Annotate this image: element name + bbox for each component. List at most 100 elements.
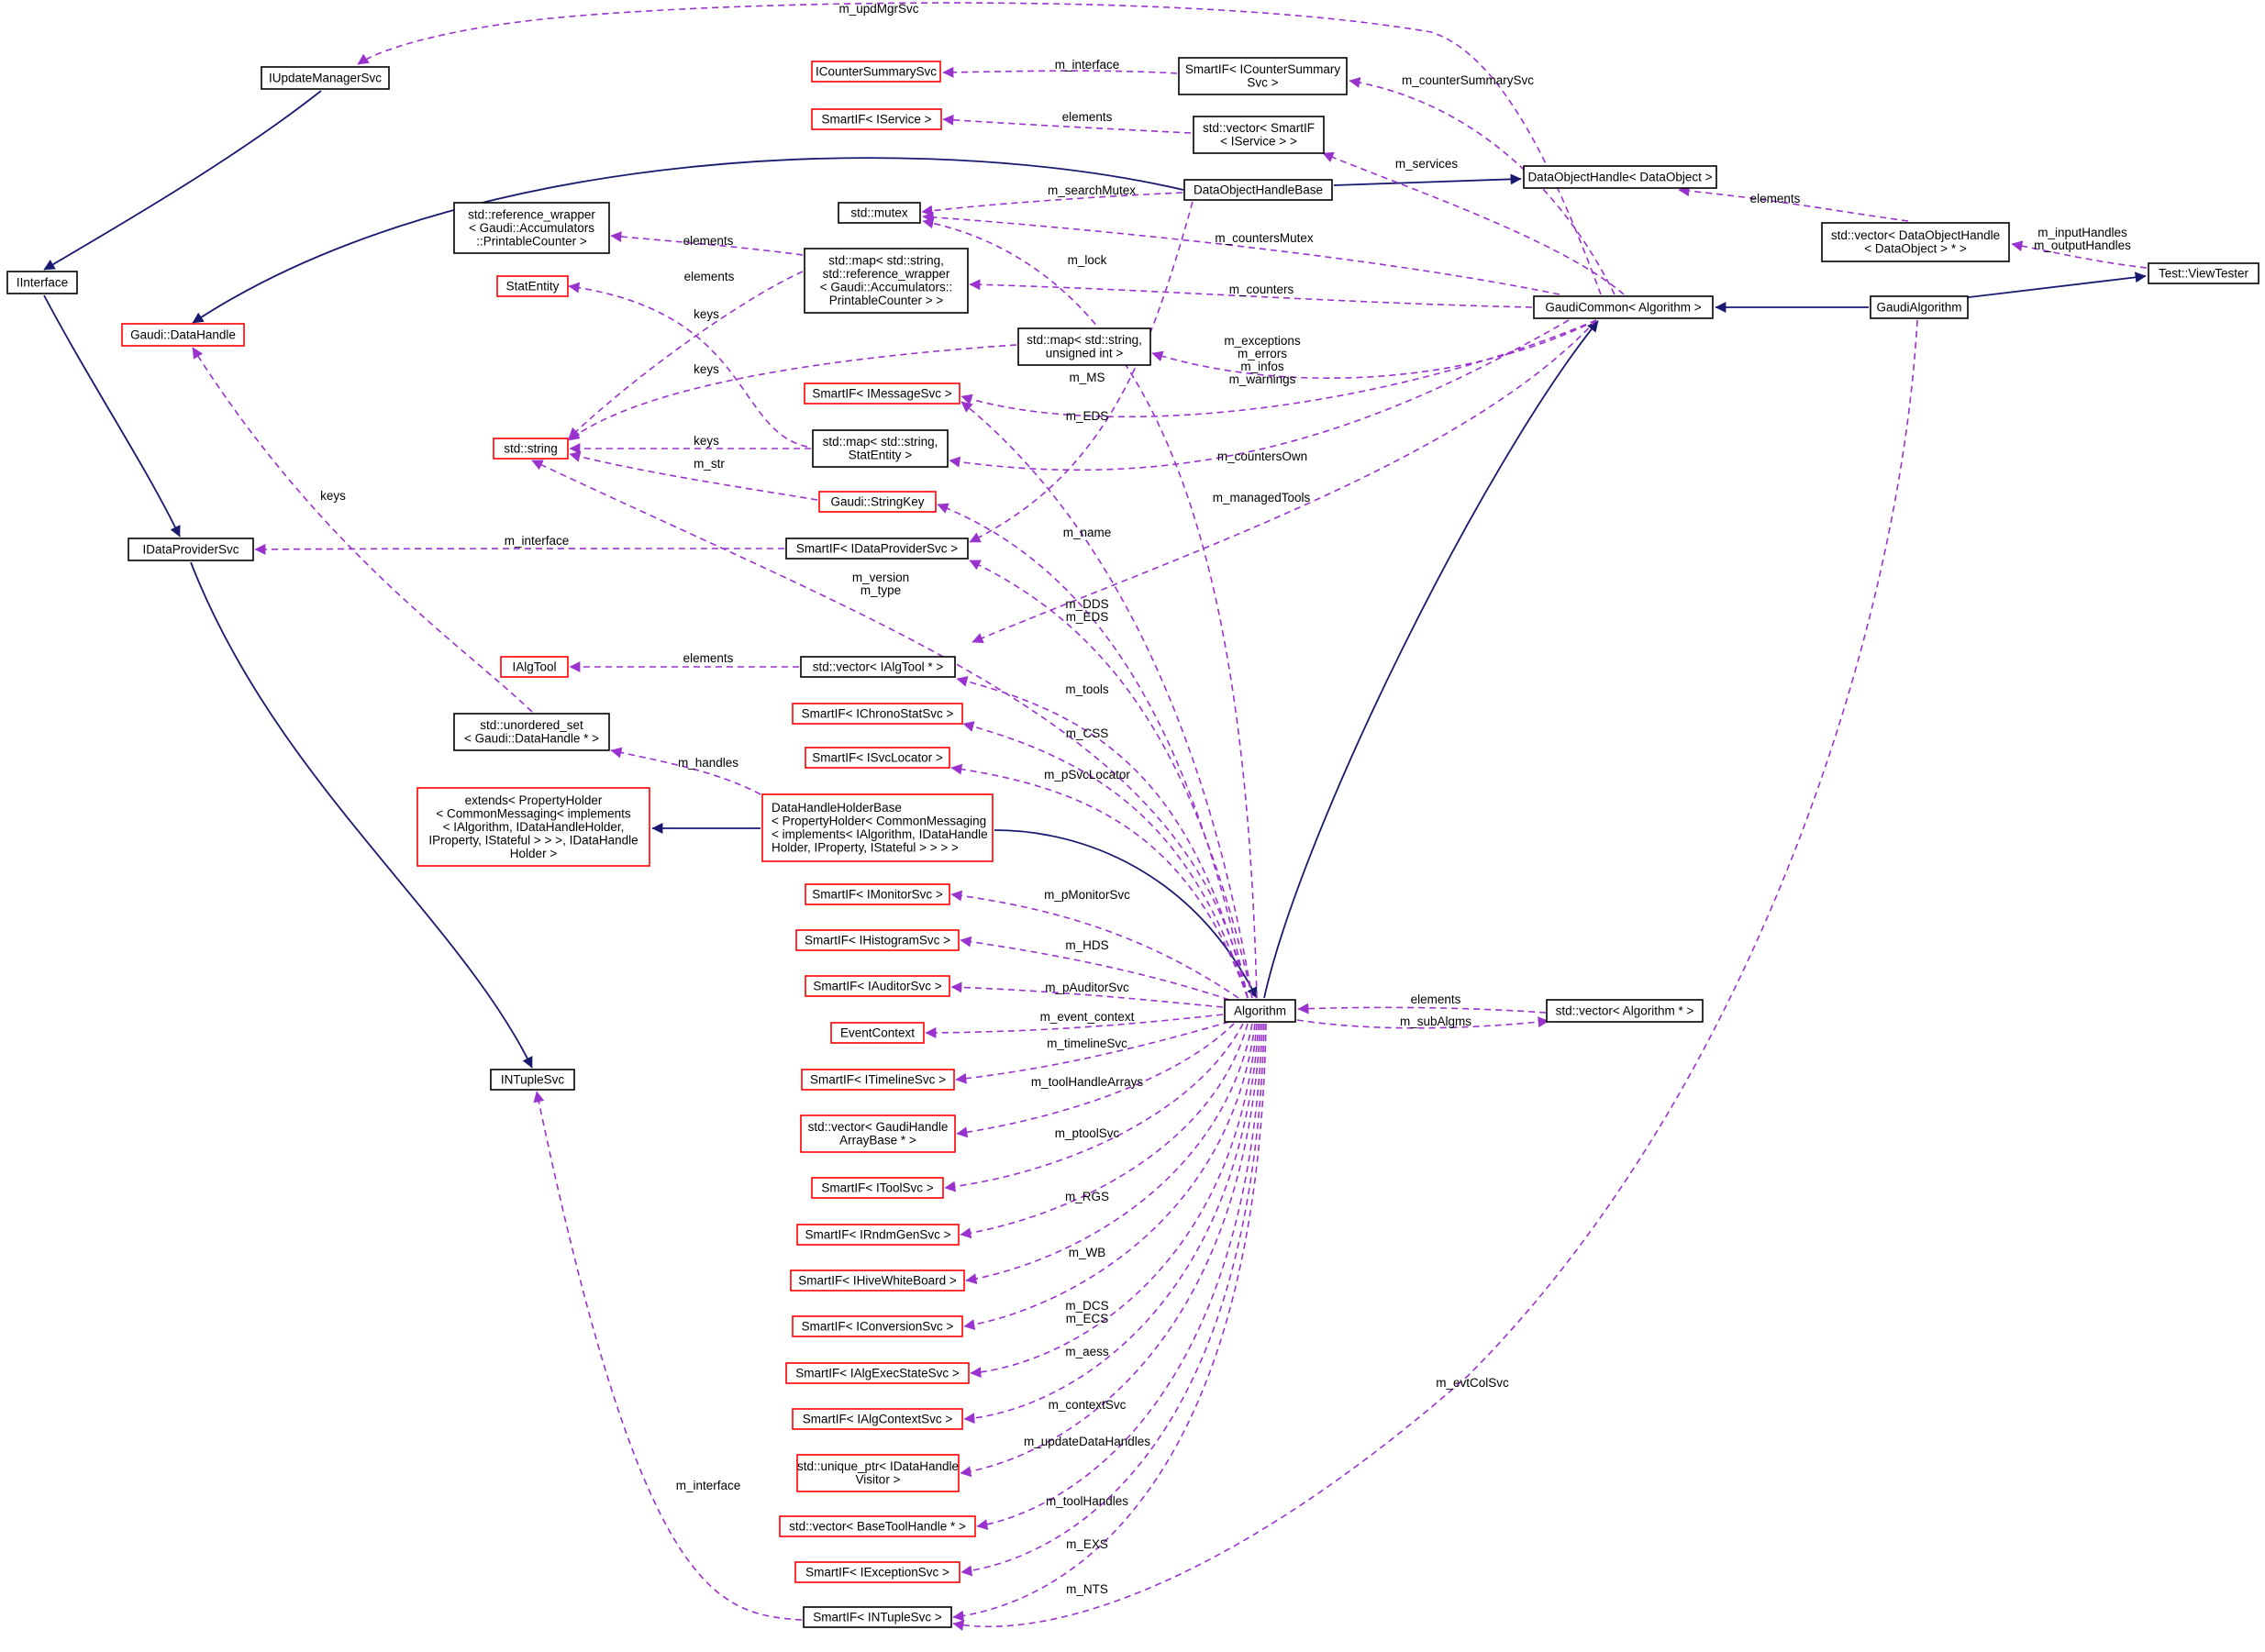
- node-box: [794, 1561, 960, 1583]
- node-label: SmartIF< IDataProviderSvc >: [796, 541, 958, 555]
- node-box: [792, 703, 963, 725]
- edge-label-smartif_intuple-to-algorithm: m_NTS: [1066, 1582, 1108, 1596]
- node-vec_dataobjhandle[interactable]: std::vector< DataObjectHandle< DataObjec…: [1821, 222, 2010, 262]
- node-map_statentity[interactable]: std::map< std::string,StatEntity >: [812, 429, 949, 468]
- usage-edge-vec_basetoolhandle-to-algorithm: [976, 1023, 1263, 1531]
- node-label: SmartIF< IMonitorSvc >: [812, 887, 943, 901]
- node-smartif_isvclocator[interactable]: SmartIF< ISvcLocator >: [805, 747, 950, 769]
- edge-label-unordered_set-to-datahandleholderbase: m_handles: [678, 756, 738, 770]
- usage-edge-refwrapper-to-map_refwrapper: [610, 231, 804, 256]
- usage-edge-smartif_ialgcontext-to-algorithm: [963, 1023, 1260, 1425]
- node-vec_algorithm[interactable]: std::vector< Algorithm * >: [1546, 999, 1704, 1023]
- node-label: SmartIF< IHiveWhiteBoard >: [798, 1273, 957, 1287]
- node-box: [805, 975, 950, 997]
- edge-label-map_refwrapper-to-gaudicommon: m_counters: [1229, 283, 1294, 296]
- edge-label-stringkey-to-algorithm: m_name: [1063, 526, 1112, 539]
- node-label: Gaudi::DataHandle: [130, 327, 236, 341]
- edge-label-stdstring-to-map_uint: keys: [694, 362, 719, 376]
- node-smartif_iauditor[interactable]: SmartIF< IAuditorSvc >: [805, 975, 950, 997]
- node-icountersummary[interactable]: ICounterSummarySvc: [811, 61, 941, 83]
- node-label: SmartIF< IToolSvc >: [821, 1181, 933, 1194]
- node-label: SmartIF< IHistogramSvc >: [805, 933, 950, 947]
- node-extends_propholder[interactable]: extends< PropertyHolder< CommonMessaging…: [416, 787, 650, 867]
- usage-edge-smartif_imessage-to-algorithm: [960, 401, 1253, 999]
- node-dataobjhandle[interactable]: DataObjectHandle< DataObject >: [1523, 165, 1717, 189]
- node-smartif_imonitor[interactable]: SmartIF< IMonitorSvc >: [805, 883, 950, 905]
- node-box: [803, 1606, 952, 1628]
- node-label: IDataProviderSvc: [142, 542, 239, 556]
- node-vec_smartif_iservice[interactable]: std::vector< SmartIF< IService > >: [1193, 116, 1325, 154]
- node-label: SmartIF< IChronoStatSvc >: [802, 706, 954, 720]
- node-smartif_ihistogram[interactable]: SmartIF< IHistogramSvc >: [795, 929, 960, 951]
- node-smartif_itool[interactable]: SmartIF< IToolSvc >: [811, 1177, 944, 1199]
- node-ialgtool[interactable]: IAlgTool: [500, 656, 569, 678]
- node-iinterface[interactable]: IInterface: [6, 271, 78, 294]
- node-label: < CommonMessaging< implements: [436, 806, 631, 820]
- node-label: Test::ViewTester: [2159, 266, 2249, 280]
- node-smartif_itimeline[interactable]: SmartIF< ITimelineSvc >: [801, 1069, 955, 1091]
- node-box: [804, 248, 969, 314]
- node-box: [1546, 999, 1704, 1023]
- usage-edge-smartif_iexception-to-algorithm: [960, 1023, 1265, 1577]
- node-smartif_intuple[interactable]: SmartIF< INTupleSvc >: [803, 1606, 952, 1628]
- node-label: < DataObject > * >: [1864, 242, 1967, 256]
- node-box: [2148, 262, 2259, 284]
- node-label: SmartIF< ITimelineSvc >: [810, 1072, 946, 1086]
- node-statentity[interactable]: StatEntity: [496, 275, 569, 297]
- node-label: Visitor >: [856, 1473, 901, 1487]
- node-stdstring[interactable]: std::string: [493, 438, 569, 460]
- node-gaudidatahandle[interactable]: Gaudi::DataHandle: [121, 323, 245, 347]
- node-dataobjhandlebase[interactable]: DataObjectHandleBase: [1183, 179, 1333, 201]
- usage-edge-stdmutex-to-dataobjhandlebase: [921, 192, 1183, 216]
- edge-label-vec_ialgtool-to-algorithm: m_tools: [1065, 682, 1109, 696]
- node-smartif_imessage[interactable]: SmartIF< IMessageSvc >: [804, 383, 960, 405]
- node-eventcontext[interactable]: EventContext: [830, 1022, 925, 1044]
- node-label: extends< PropertyHolder: [465, 793, 603, 807]
- node-box: [800, 656, 956, 678]
- node-algorithm[interactable]: Algorithm: [1224, 999, 1296, 1023]
- node-label: GaudiCommon< Algorithm >: [1545, 300, 1701, 314]
- node-smartif_icountersummary[interactable]: SmartIF< ICounterSummarySvc >: [1178, 57, 1348, 95]
- node-intuplesvc[interactable]: INTupleSvc: [490, 1069, 575, 1091]
- node-box: [811, 61, 941, 83]
- node-label: GaudiAlgorithm: [1876, 300, 1961, 314]
- node-smartif_ichronostat[interactable]: SmartIF< IChronoStatSvc >: [792, 703, 963, 725]
- node-stringkey[interactable]: Gaudi::StringKey: [818, 491, 937, 513]
- node-box: [796, 1224, 960, 1246]
- node-box: [1821, 222, 2010, 262]
- node-vec_basetoolhandle[interactable]: std::vector< BaseToolHandle * >: [779, 1515, 976, 1537]
- node-datahandleholderbase[interactable]: DataHandleHolderBase< PropertyHolder< Co…: [761, 793, 994, 862]
- node-refwrapper[interactable]: std::reference_wrapper< Gaudi::Accumulat…: [453, 202, 610, 254]
- node-unordered_set[interactable]: std::unordered_set< Gaudi::DataHandle * …: [453, 713, 610, 751]
- node-smartif_iconversion[interactable]: SmartIF< IConversionSvc >: [792, 1315, 963, 1337]
- node-iupdatemanager[interactable]: IUpdateManagerSvc: [261, 66, 390, 90]
- edge-label-smartif_idataprovider-to-dataobjhandlebase: m_EDS: [1066, 409, 1109, 423]
- node-gaudicommon[interactable]: GaudiCommon< Algorithm >: [1533, 295, 1714, 319]
- inheritance-edge-idataprovider-to-intuplesvc: [190, 561, 533, 1069]
- node-box: [795, 929, 960, 951]
- node-smartif_iexception[interactable]: SmartIF< IExceptionSvc >: [794, 1561, 960, 1583]
- node-gaudialgorithm[interactable]: GaudiAlgorithm: [1870, 295, 1969, 319]
- usage-edge-statentity-to-map_statentity: [568, 282, 808, 448]
- usage-edge-smartif_imessage-to-gaudicommon: [960, 319, 1597, 418]
- node-viewtester[interactable]: Test::ViewTester: [2148, 262, 2259, 284]
- node-map_refwrapper[interactable]: std::map< std::string,std::reference_wra…: [804, 248, 969, 314]
- node-map_uint[interactable]: std::map< std::string,unsigned int >: [1017, 327, 1151, 366]
- node-vec_ialgtool[interactable]: std::vector< IAlgTool * >: [800, 656, 956, 678]
- node-label: Holder >: [510, 847, 558, 860]
- node-smartif_irndmgen[interactable]: SmartIF< IRndmGenSvc >: [796, 1224, 960, 1246]
- node-smartif_ihivewhiteboard[interactable]: SmartIF< IHiveWhiteBoard >: [790, 1269, 965, 1292]
- edge-label-eventcontext-to-algorithm: m_event_context: [1040, 1010, 1135, 1024]
- usage-edge-intuplesvc-to-smartif_intuple: [533, 1091, 803, 1621]
- node-stdmutex[interactable]: std::mutex: [838, 202, 921, 224]
- node-idataprovider[interactable]: IDataProviderSvc: [128, 538, 254, 561]
- node-smartif_ialgexecstate[interactable]: SmartIF< IAlgExecStateSvc >: [785, 1362, 970, 1384]
- edge-label-smartif_ihivewhiteboard-to-algorithm: m_WB: [1069, 1246, 1106, 1259]
- node-smartif_ialgcontext[interactable]: SmartIF< IAlgContextSvc >: [792, 1408, 963, 1430]
- node-smartif_idataprovider[interactable]: SmartIF< IDataProviderSvc >: [785, 538, 969, 560]
- node-smartif_iservice[interactable]: SmartIF< IService >: [811, 108, 942, 130]
- usage-edge-smartif_itimeline-to-algorithm: [955, 1021, 1230, 1084]
